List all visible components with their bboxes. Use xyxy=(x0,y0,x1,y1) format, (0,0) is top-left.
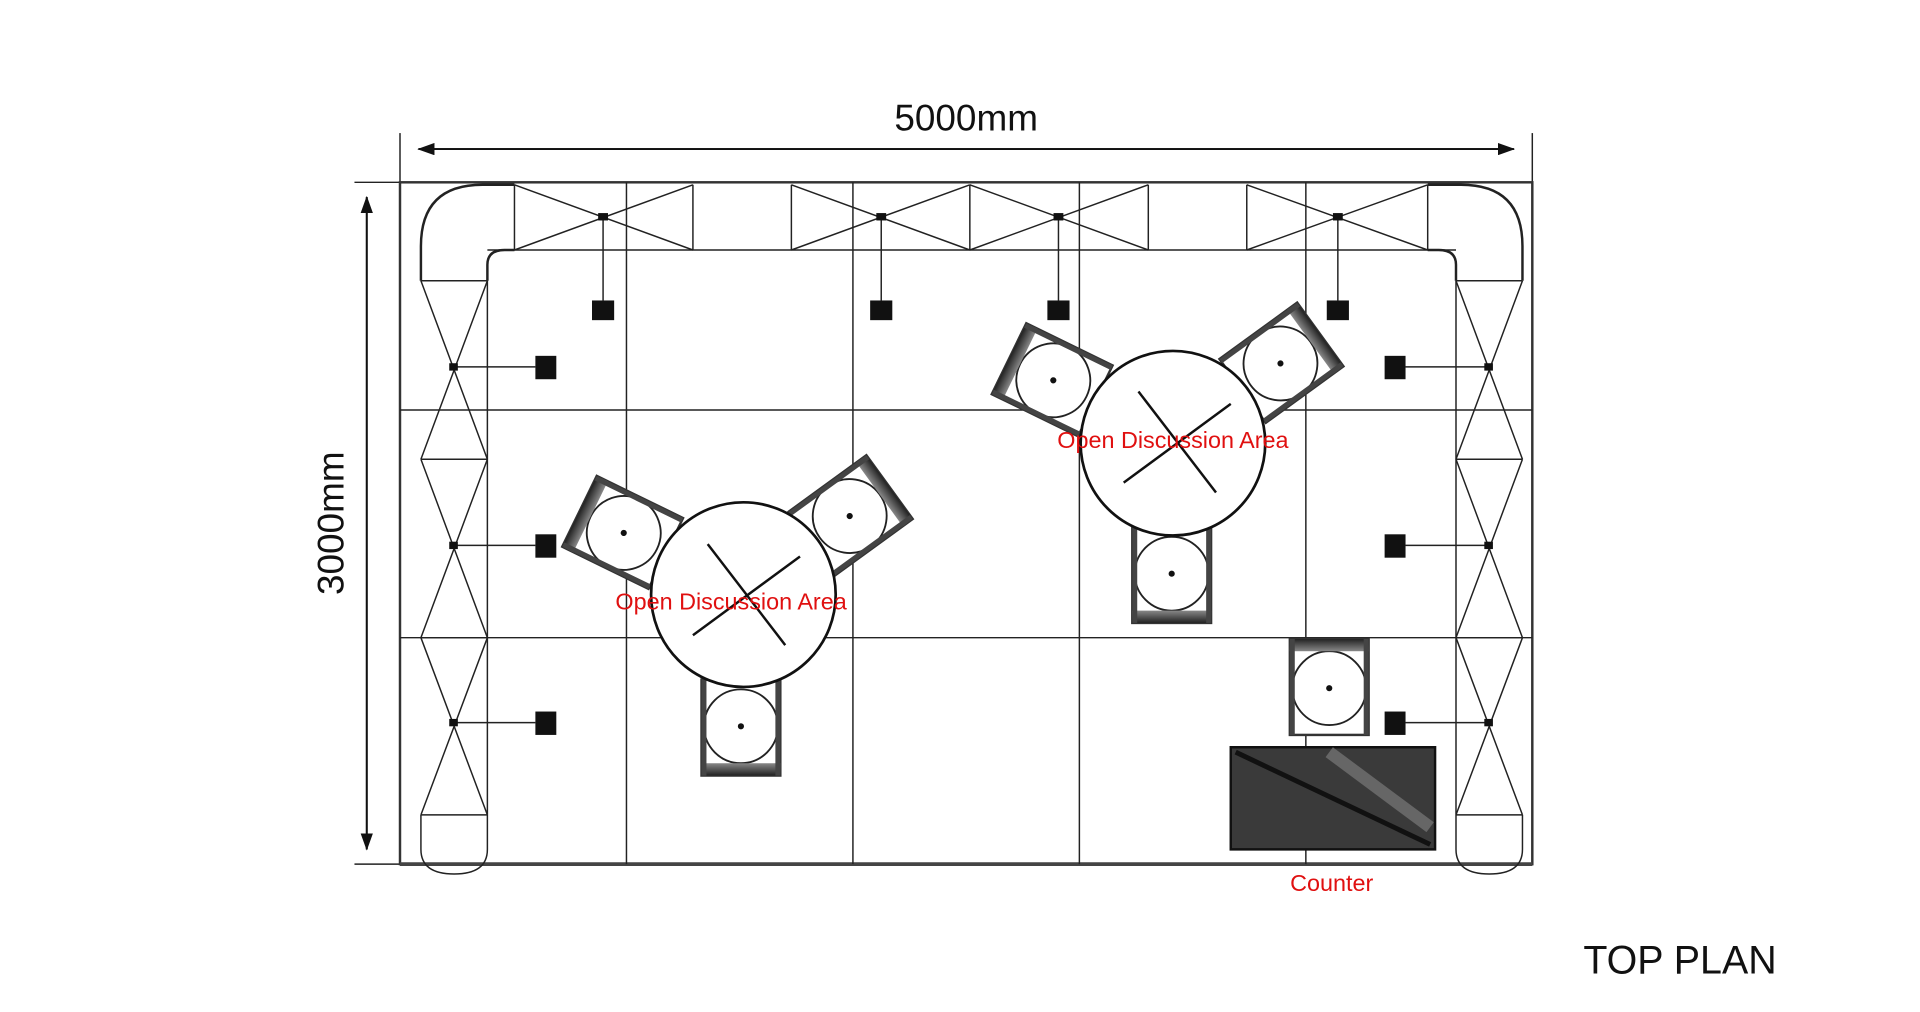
spotlight-icon xyxy=(1384,711,1493,735)
plan-title: TOP PLAN xyxy=(1583,939,1776,983)
spotlight-icon xyxy=(1047,213,1070,321)
counter: Counter xyxy=(1229,637,1437,896)
spotlight-icon xyxy=(1384,355,1493,380)
spotlight-icon xyxy=(1384,534,1493,558)
spotlight-icon xyxy=(449,534,557,558)
round-table-icon xyxy=(649,500,838,689)
chair-icon xyxy=(700,678,782,777)
width-dimension: 5000mm xyxy=(399,98,1534,183)
discussion-table-2: Open Discussion Area xyxy=(990,301,1345,625)
spotlight-icon xyxy=(449,711,557,735)
spotlight-icon xyxy=(870,213,893,321)
discussion-table-1: Open Discussion Area xyxy=(561,454,914,777)
spotlight-icon xyxy=(449,355,557,380)
truss-top xyxy=(487,184,1456,251)
counter-label: Counter xyxy=(1290,870,1373,896)
spotlights xyxy=(449,213,1493,735)
area-label: Open Discussion Area xyxy=(615,588,846,614)
chair-icon xyxy=(1288,637,1370,737)
depth-label: 3000mm xyxy=(310,451,351,595)
spotlight-icon xyxy=(1326,213,1349,321)
truss-corner-left xyxy=(419,183,515,281)
width-label: 5000mm xyxy=(894,98,1038,139)
depth-dimension: 3000mm xyxy=(310,181,400,865)
booth-grid xyxy=(398,181,1534,867)
truss-corner-right xyxy=(1427,183,1524,281)
chair-icon xyxy=(1131,525,1213,625)
spotlight-icon xyxy=(592,213,615,321)
round-table-icon xyxy=(1079,349,1267,537)
area-label: Open Discussion Area xyxy=(1057,427,1288,453)
